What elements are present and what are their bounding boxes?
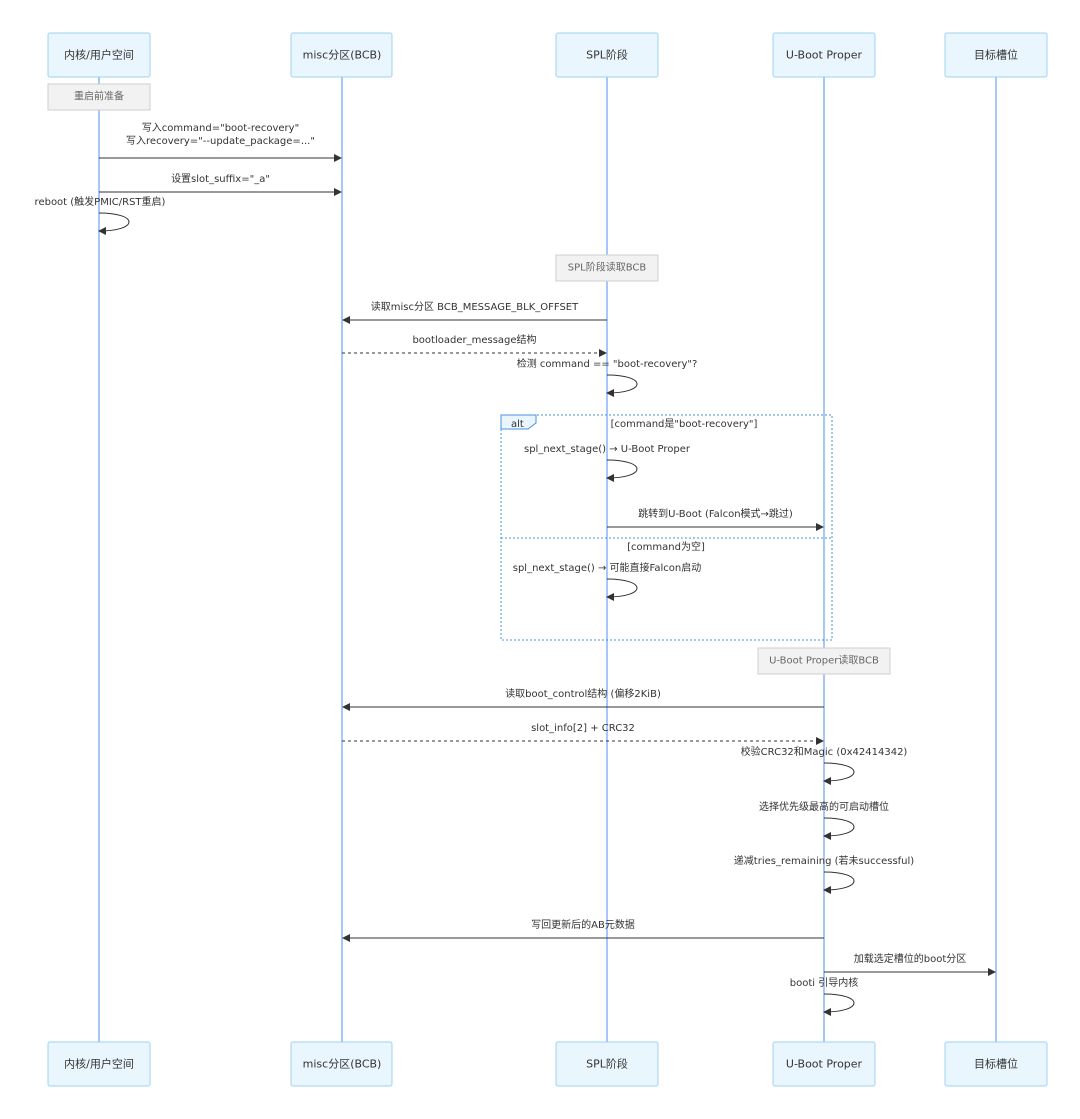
actor-label: 目标槽位 — [974, 1057, 1018, 1071]
self-loop-arrow — [606, 578, 638, 601]
message-label: 设置slot_suffix="_a" — [171, 173, 270, 185]
message-8: 跳转到U-Boot (Falcon模式→跳过) — [607, 507, 824, 531]
message-label: bootloader_message结构 — [412, 333, 536, 346]
self-loop-arrow — [606, 459, 638, 482]
message-label: 检测 command == "boot-recovery"? — [517, 357, 698, 370]
message-label: 递减tries_remaining (若未successful) — [734, 854, 914, 867]
actor-kernel-top: 内核/用户空间 — [47, 32, 151, 78]
message-label: slot_info[2] + CRC32 — [531, 723, 635, 734]
message-label: spl_next_stage() → 可能直接Falcon启动 — [513, 561, 701, 574]
actor-label: 内核/用户空间 — [64, 1057, 134, 1071]
message-3: reboot (触发PMIC/RST重启) — [35, 195, 166, 235]
message-7: spl_next_stage() → U-Boot Proper — [524, 444, 691, 482]
self-loop-arrow — [823, 817, 855, 840]
actor-slot-top: 目标槽位 — [944, 32, 1048, 78]
note-text: U-Boot Proper读取BCB — [769, 654, 879, 667]
message-15: 写回更新后的AB元数据 — [342, 918, 824, 942]
message-17: booti 引导内核 — [790, 976, 858, 1016]
actor-label: SPL阶段 — [586, 48, 628, 62]
message-6: 检测 command == "boot-recovery"? — [517, 357, 698, 397]
actor-spl-bottom: SPL阶段 — [555, 1041, 659, 1087]
alt-frame-border — [500, 414, 833, 641]
message-2: 设置slot_suffix="_a" — [99, 173, 342, 196]
message-label: 读取boot_control结构 (偏移2KiB) — [505, 687, 661, 700]
note-text: SPL阶段读取BCB — [568, 261, 647, 274]
note-prepare: 重启前准备 — [47, 83, 151, 111]
messages: 写入command="boot-recovery"写入recovery="--u… — [35, 122, 996, 1016]
self-loop-arrow — [606, 374, 638, 397]
message-11: slot_info[2] + CRC32 — [342, 723, 824, 745]
message-label: 写入recovery="--update_package=..." — [126, 135, 315, 147]
message-4: 读取misc分区 BCB_MESSAGE_BLK_OFFSET — [342, 300, 607, 324]
alt-frame: alt [command是"boot-recovery"] [command为空… — [500, 414, 833, 641]
message-label: 加载选定槽位的boot分区 — [854, 952, 967, 965]
self-loop-arrow — [823, 993, 855, 1016]
message-label: 选择优先级最高的可启动槽位 — [759, 800, 889, 813]
message-1: 写入command="boot-recovery"写入recovery="--u… — [99, 122, 342, 162]
actor-kernel-bottom: 内核/用户空间 — [47, 1041, 151, 1087]
actor-label: U-Boot Proper — [786, 1058, 863, 1071]
actor-label: 内核/用户空间 — [64, 48, 134, 62]
actor-misc-top: misc分区(BCB) — [290, 32, 393, 78]
alt-condition-2: [command为空] — [627, 540, 705, 553]
message-label: reboot (触发PMIC/RST重启) — [35, 195, 166, 208]
actor-uboot-top: U-Boot Proper — [772, 32, 876, 78]
lifelines — [98, 77, 997, 1042]
actor-label: U-Boot Proper — [786, 49, 863, 62]
message-label: 跳转到U-Boot (Falcon模式→跳过) — [638, 507, 793, 520]
message-12: 校验CRC32和Magic (0x42414342) — [741, 745, 908, 785]
actor-label: 目标槽位 — [974, 48, 1018, 62]
note-uboot-read: U-Boot Proper读取BCB — [757, 647, 891, 675]
message-label: 校验CRC32和Magic (0x42414342) — [741, 745, 908, 758]
message-5: bootloader_message结构 — [342, 333, 607, 357]
actor-uboot-bottom: U-Boot Proper — [772, 1041, 876, 1087]
message-9: spl_next_stage() → 可能直接Falcon启动 — [513, 561, 701, 601]
message-13: 选择优先级最高的可启动槽位 — [759, 800, 889, 840]
alt-frame-label-box — [500, 414, 537, 430]
message-label: booti 引导内核 — [790, 976, 858, 989]
message-label: 读取misc分区 BCB_MESSAGE_BLK_OFFSET — [371, 300, 579, 313]
alt-frame-label: alt — [511, 419, 524, 430]
actor-slot-bottom: 目标槽位 — [944, 1041, 1048, 1087]
message-label: spl_next_stage() → U-Boot Proper — [524, 444, 691, 455]
note-text: 重启前准备 — [74, 90, 124, 103]
actor-label: SPL阶段 — [586, 1057, 628, 1071]
note-spl-read: SPL阶段读取BCB — [555, 254, 659, 282]
message-label: 写入command="boot-recovery" — [142, 122, 299, 134]
message-label: 写回更新后的AB元数据 — [531, 918, 635, 931]
message-16: 加载选定槽位的boot分区 — [824, 952, 996, 976]
alt-condition-1: [command是"boot-recovery"] — [611, 418, 758, 430]
self-loop-arrow — [823, 871, 855, 894]
message-10: 读取boot_control结构 (偏移2KiB) — [342, 687, 824, 711]
self-loop-arrow — [823, 762, 855, 785]
actor-misc-bottom: misc分区(BCB) — [290, 1041, 393, 1087]
self-loop-arrow — [98, 212, 130, 235]
actor-spl-top: SPL阶段 — [555, 32, 659, 78]
message-14: 递减tries_remaining (若未successful) — [734, 854, 914, 894]
actor-label: misc分区(BCB) — [303, 1058, 382, 1071]
actor-label: misc分区(BCB) — [303, 49, 382, 62]
